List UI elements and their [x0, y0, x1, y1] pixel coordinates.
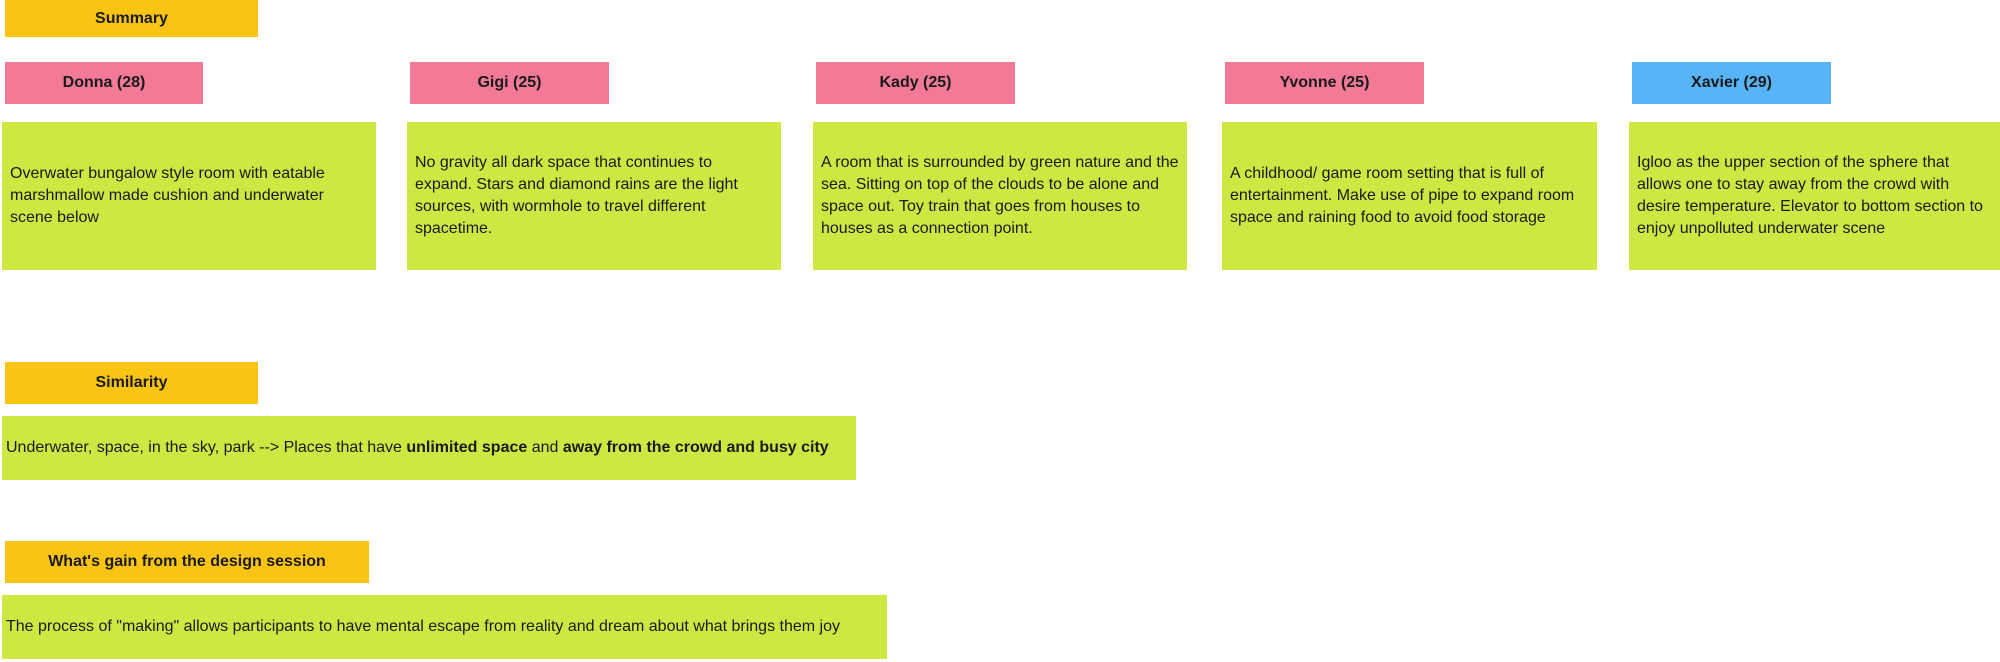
summary-label[interactable]: Summary: [5, 0, 258, 37]
sticky-note-xavier[interactable]: Igloo as the upper section of the sphere…: [1629, 122, 2000, 270]
sticky-note-yvonne[interactable]: A childhood/ game room setting that is f…: [1222, 122, 1597, 270]
sticky-note-kady[interactable]: A room that is surrounded by green natur…: [813, 122, 1187, 270]
sticky-note-text: A childhood/ game room setting that is f…: [1230, 165, 1575, 226]
sticky-note-text: A room that is surrounded by green natur…: [821, 154, 1179, 237]
sticky-note-donna[interactable]: Overwater bungalow style room with eatab…: [2, 122, 376, 270]
sticky-note-gigi[interactable]: No gravity all dark space that continues…: [407, 122, 781, 270]
participant-tag-yvonne[interactable]: Yvonne (25): [1225, 62, 1424, 104]
gain-note[interactable]: The process of "making" allows participa…: [2, 595, 887, 659]
sticky-note-text: Igloo as the upper section of the sphere…: [1637, 154, 1983, 237]
participant-tag-donna[interactable]: Donna (28): [5, 62, 203, 104]
sticky-note-text: No gravity all dark space that continues…: [415, 154, 738, 237]
participant-tag-gigi[interactable]: Gigi (25): [410, 62, 609, 104]
similarity-note-text: Underwater, space, in the sky, park --> …: [6, 439, 829, 456]
gain-note-text: The process of "making" allows participa…: [6, 618, 840, 635]
similarity-label[interactable]: Similarity: [5, 362, 258, 404]
gain-label[interactable]: What's gain from the design session: [5, 541, 369, 583]
similarity-note[interactable]: Underwater, space, in the sky, park --> …: [2, 416, 856, 480]
sticky-note-text: Overwater bungalow style room with eatab…: [10, 165, 325, 226]
participant-tag-xavier[interactable]: Xavier (29): [1632, 62, 1831, 104]
participant-tag-kady[interactable]: Kady (25): [816, 62, 1015, 104]
